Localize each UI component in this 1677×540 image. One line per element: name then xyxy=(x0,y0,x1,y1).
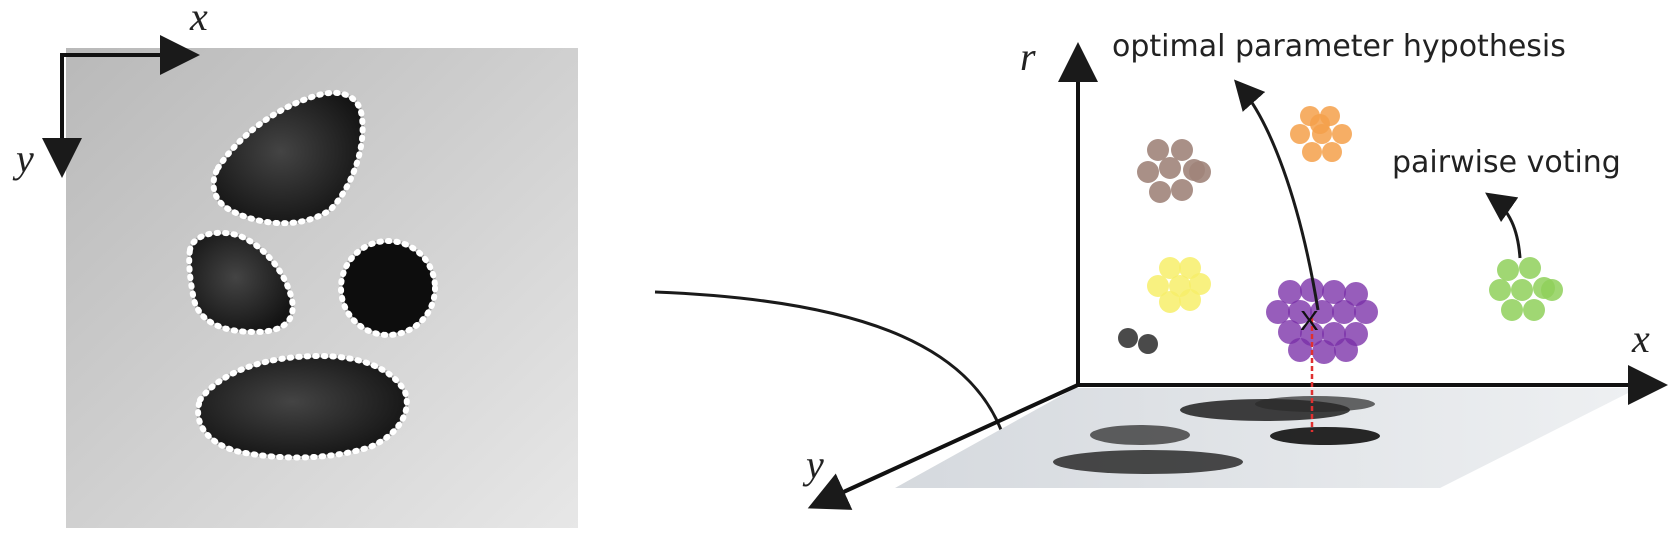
particle-circle xyxy=(338,238,438,338)
cluster-orange xyxy=(1290,106,1352,162)
vote-dot xyxy=(1501,299,1523,321)
vote-dot xyxy=(1159,257,1181,279)
vote-dot xyxy=(1300,278,1324,302)
vote-dot xyxy=(1288,338,1312,362)
vote-dot xyxy=(1149,181,1171,203)
left-axes: x y xyxy=(12,0,208,181)
vote-dot xyxy=(1159,291,1181,313)
cluster-green xyxy=(1489,257,1563,321)
particle-top xyxy=(210,89,366,227)
vote-dot xyxy=(1312,340,1336,364)
r-axis-label: r xyxy=(1020,34,1036,79)
cluster-brown xyxy=(1137,139,1211,203)
particle-middle-left xyxy=(186,229,296,336)
left-x-axis-label: x xyxy=(189,0,208,39)
vote-dot xyxy=(1147,139,1169,161)
vote-dot xyxy=(1266,300,1290,324)
vote-dot xyxy=(1278,320,1302,344)
y-axis-label: y xyxy=(802,442,824,487)
vote-dot xyxy=(1322,142,1342,162)
vote-dot xyxy=(1288,300,1312,324)
cluster-yellow xyxy=(1147,257,1211,313)
vote-dot xyxy=(1497,259,1519,281)
optimal-marker: X xyxy=(1300,305,1319,336)
vote-dot xyxy=(1171,139,1193,161)
vote-dot xyxy=(1332,300,1356,324)
left-y-axis-label: y xyxy=(12,136,34,181)
vote-dot xyxy=(1137,161,1159,183)
vote-dot xyxy=(1344,282,1368,306)
vote-clusters xyxy=(1118,106,1563,364)
cluster-dark xyxy=(1118,328,1158,354)
particle-bottom xyxy=(195,352,410,461)
vote-dot xyxy=(1189,273,1211,295)
vote-dot xyxy=(1278,280,1302,304)
vote-dot xyxy=(1310,114,1330,134)
vote-dot xyxy=(1179,289,1201,311)
transform-arrow xyxy=(654,290,1021,468)
vote-dot xyxy=(1147,275,1169,297)
vote-dot xyxy=(1138,334,1158,354)
annotation-pairwise-voting: pairwise voting xyxy=(1392,145,1621,180)
vote-dot xyxy=(1511,279,1533,301)
vote-dot xyxy=(1523,299,1545,321)
y-axis-arrow xyxy=(807,382,1081,510)
x-axis-label: x xyxy=(1631,316,1650,361)
plane-projections xyxy=(1053,396,1380,474)
annotation-optimal-parameter-hypothesis: optimal parameter hypothesis xyxy=(1112,29,1566,64)
vote-dot xyxy=(1290,124,1310,144)
vote-dot xyxy=(1302,142,1322,162)
vote-dot xyxy=(1541,279,1563,301)
vote-dot xyxy=(1334,338,1358,362)
left-panel: x y xyxy=(12,0,578,528)
vote-dot xyxy=(1519,257,1541,279)
vote-dot xyxy=(1171,179,1193,201)
vote-dot xyxy=(1179,257,1201,279)
optimal-annotation-arrow xyxy=(1234,79,1320,311)
right-axes: r x y xyxy=(802,34,1668,510)
vote-dot xyxy=(1332,124,1352,144)
vote-dot xyxy=(1189,161,1211,183)
vote-dot xyxy=(1489,279,1511,301)
cluster-purple xyxy=(1266,278,1378,364)
vote-dot xyxy=(1159,157,1181,179)
vote-dot xyxy=(1322,280,1346,304)
vote-dot xyxy=(1354,300,1378,324)
right-panel: r x y X optimal parameter hypothesis pai… xyxy=(802,29,1668,510)
vote-dot xyxy=(1118,328,1138,348)
voting-annotation-arrow xyxy=(1485,192,1522,259)
